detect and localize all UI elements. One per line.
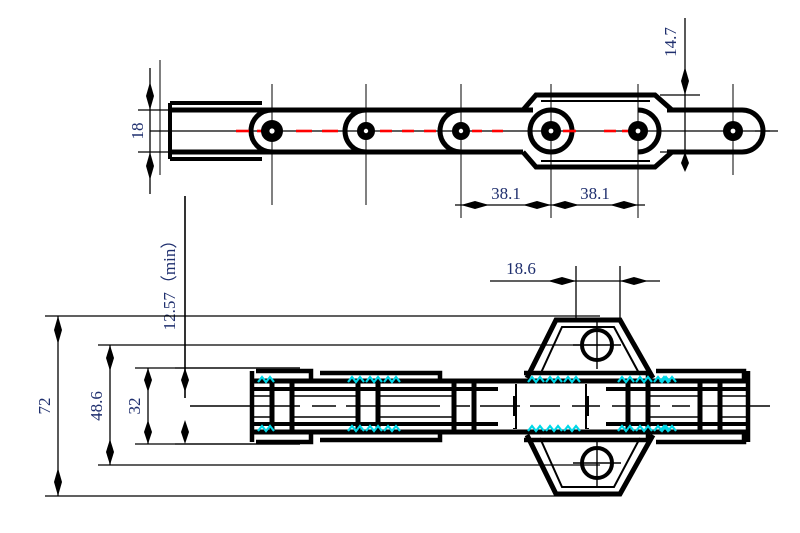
- plate-step-a: [256, 368, 314, 381]
- dim18-arrow-bottom: [146, 152, 154, 180]
- hatch-c2: [545, 375, 563, 384]
- leader-arrow-top: [181, 368, 189, 392]
- dim18-arrow-top: [146, 82, 154, 110]
- hatch-group-c: [527, 375, 581, 384]
- dimension-18: 18: [128, 68, 185, 194]
- dim72-arrow-bottom: [54, 468, 62, 496]
- dim381b-arrow-right: [610, 201, 638, 209]
- pin-6: [723, 121, 743, 141]
- dimension-38-1-group: 38.1 38.1: [455, 184, 645, 209]
- pin-4: [541, 121, 561, 141]
- hatch-g2: [257, 424, 275, 433]
- dimension-72: 72: [35, 315, 600, 497]
- dim381b-label: 38.1: [580, 184, 610, 203]
- dim486-label: 48.6: [87, 391, 106, 421]
- hatch-e1: [617, 375, 635, 384]
- hatch-group-g: [257, 375, 275, 433]
- hatch-d1: [527, 424, 545, 433]
- hatch-f2: [635, 424, 653, 433]
- plate-step-g: [656, 368, 747, 381]
- center-pin-notch-bl: [498, 416, 515, 428]
- section-hatching: [257, 375, 677, 433]
- hatch-d3: [563, 424, 581, 433]
- dim72-arrow-top: [54, 316, 62, 344]
- hatch-e3: [653, 375, 671, 384]
- dim147-arrow-top: [681, 67, 689, 95]
- dim32-label: 32: [125, 398, 144, 415]
- center-pin-notch-br: [587, 416, 606, 428]
- dim72-label: 72: [35, 398, 54, 415]
- pin-1: [261, 120, 283, 142]
- hatch-group-f: [617, 424, 671, 433]
- dim486-arrow-bottom: [106, 439, 114, 465]
- dim186-label: 18.6: [506, 259, 536, 278]
- center-pin-caps: [498, 378, 606, 435]
- plan-pins: [261, 120, 743, 142]
- hatch-h2: [659, 424, 677, 433]
- dim186-arrow-left: [548, 277, 576, 285]
- dim147-arrow-bottom: [681, 152, 689, 172]
- attachment-lower-inner: [539, 437, 641, 488]
- dimension-18-6: 18.6: [490, 259, 660, 320]
- pin-5: [628, 121, 648, 141]
- pin-3: [452, 122, 470, 140]
- plan-attachment-bottom-profile: [521, 150, 674, 170]
- hatch-b1: [347, 424, 365, 433]
- dimension-leader-arrows: [175, 367, 300, 445]
- hatch-f3: [653, 424, 671, 433]
- plan-view-group: [150, 60, 778, 218]
- hatch-group-d: [527, 424, 581, 433]
- plate-step-h: [656, 432, 747, 445]
- pin-2: [357, 122, 375, 140]
- hatch-c3: [563, 375, 581, 384]
- dimension-12-57: 12.57（min）: [160, 196, 186, 398]
- hatch-e2: [635, 375, 653, 384]
- dim18-label: 18: [128, 123, 147, 140]
- dimension-14-7: 14.7: [660, 18, 700, 172]
- plate-step-d: [320, 432, 443, 443]
- hatch-a2: [365, 375, 383, 384]
- hatch-b3: [383, 424, 401, 433]
- attachment-hole-bottom: [573, 439, 621, 487]
- center-pin-notch-tl: [498, 384, 515, 396]
- plan-attachment-top-profile: [521, 92, 674, 112]
- hatch-b2: [365, 424, 383, 433]
- leader-arrow-bottom: [181, 420, 189, 444]
- hatch-group-b: [347, 424, 401, 433]
- elevation-view-group: [190, 317, 770, 497]
- hatch-h1: [659, 375, 677, 384]
- dim381a-label: 38.1: [491, 184, 521, 203]
- elevation-internal-edges: [252, 395, 748, 418]
- center-pin-notch-tr: [587, 384, 606, 396]
- dim186-arrow-right: [620, 277, 648, 285]
- hatch-group-a: [347, 375, 401, 384]
- dim381b-arrow-left: [551, 201, 579, 209]
- hatch-a3: [383, 375, 401, 384]
- dim486-arrow-top: [106, 345, 114, 371]
- attachment-upper-outline: [524, 317, 656, 380]
- plate-step-c: [320, 370, 443, 381]
- hatch-d2: [545, 424, 563, 433]
- hatch-f1: [617, 424, 635, 433]
- dim381a-arrow-right: [523, 201, 551, 209]
- dim147-label: 14.7: [661, 27, 680, 57]
- dim32-arrow-bottom: [144, 420, 152, 444]
- hatch-g1: [257, 375, 275, 384]
- dim32-arrow-top: [144, 368, 152, 392]
- dim381a-arrow-left: [461, 201, 489, 209]
- dim1257-label: 12.57（min）: [160, 232, 179, 331]
- hatch-group-e: [617, 375, 671, 384]
- hatch-c1: [527, 375, 545, 384]
- dimension-48-6: 48.6: [87, 344, 600, 466]
- attachment-upper-inner: [539, 326, 641, 376]
- plate-step-b: [256, 432, 314, 445]
- hatch-a1: [347, 375, 365, 384]
- hatch-group-h: [659, 375, 677, 433]
